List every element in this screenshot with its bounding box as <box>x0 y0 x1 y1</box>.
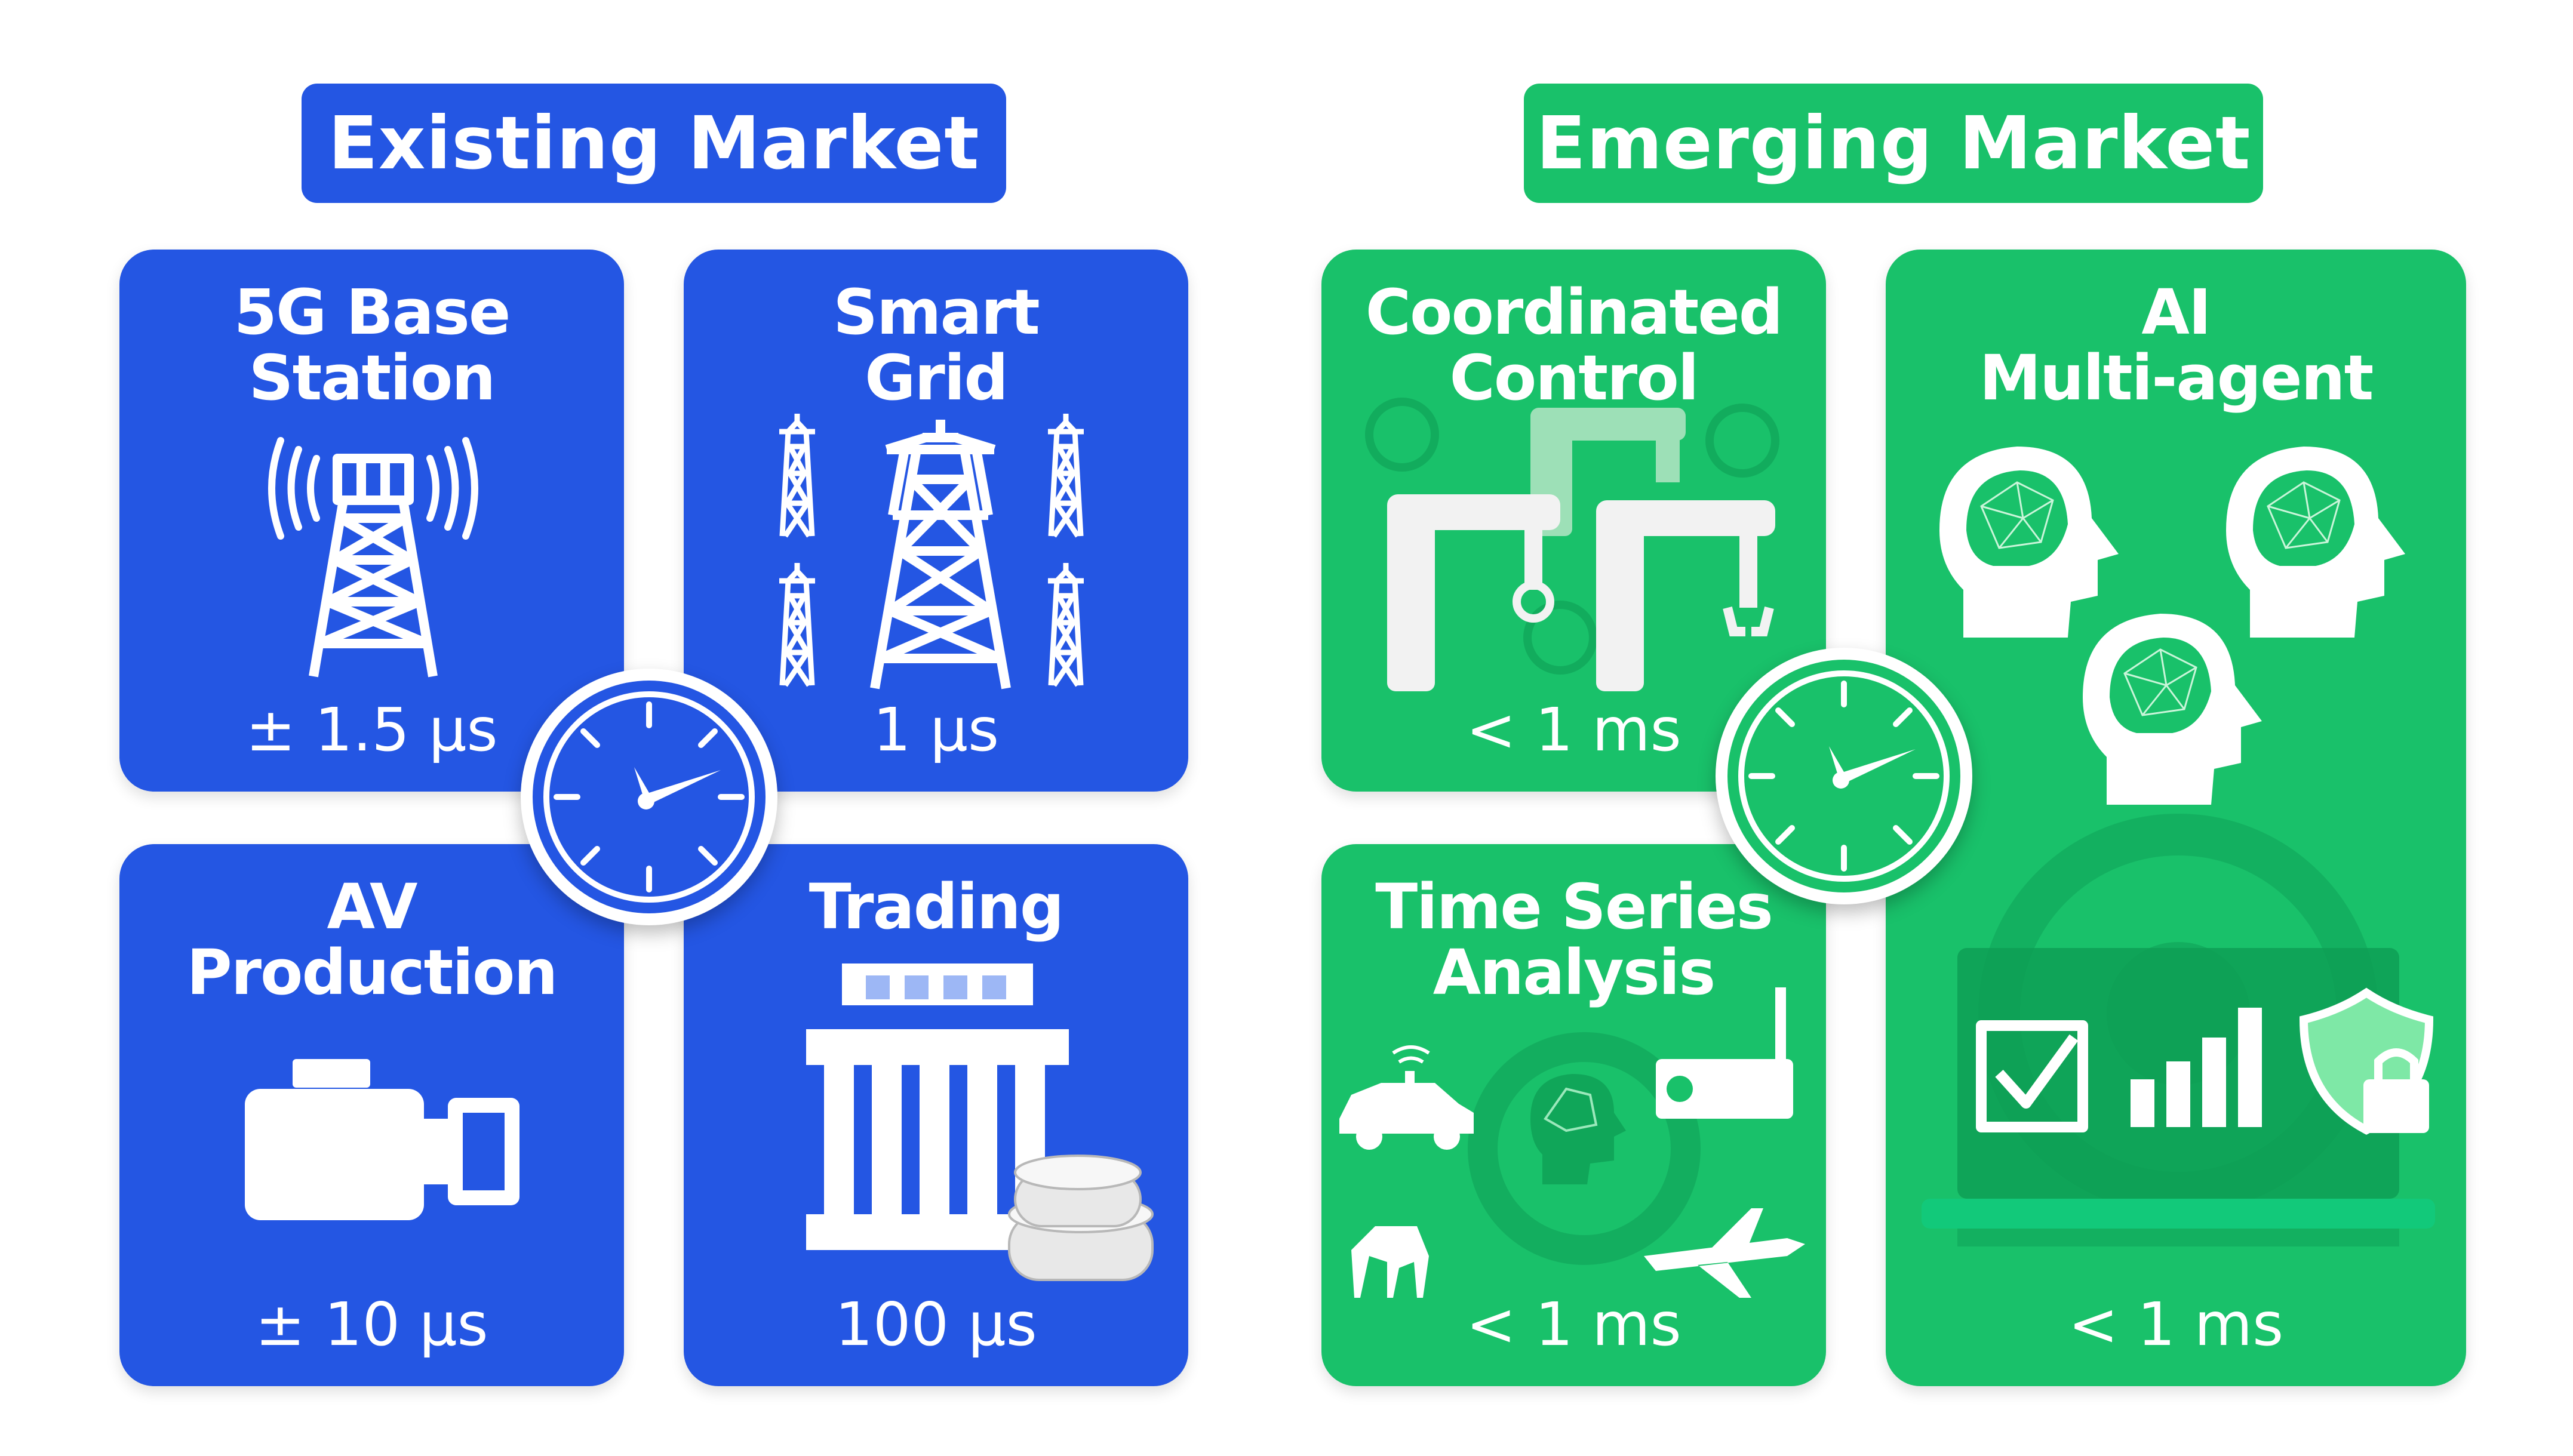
robot-arms-icon <box>1365 398 1779 691</box>
emerging-market-header: Emerging Market <box>1524 84 2263 203</box>
bank-with-coins-icon <box>806 964 1154 1281</box>
video-camera-icon <box>245 1059 519 1220</box>
card-5g-base-station: 5G Base Station ± 1.5 μs <box>119 250 624 792</box>
card-title: Smart Grid <box>684 279 1188 411</box>
card-time-series-analysis: Time Series Analysis < 1 ms <box>1321 844 1826 1386</box>
connected-devices-icon <box>1339 987 1805 1298</box>
title-line: AI <box>2141 276 2211 349</box>
card-ai-multi-agent: AI Multi-agent <box>1886 250 2466 1386</box>
latency-value: < 1 ms <box>2068 1289 2284 1359</box>
emerging-clock <box>1716 648 1972 904</box>
title-line: Analysis <box>1432 936 1716 1009</box>
latency-value: < 1 ms <box>1466 1289 1681 1359</box>
latency-value: 1 μs <box>872 695 1000 765</box>
power-pylon-icon <box>767 414 1114 689</box>
latency-value: ± 10 μs <box>255 1289 488 1359</box>
card-title: Time Series Analysis <box>1321 874 1826 1005</box>
title-line: Smart <box>833 276 1040 349</box>
title-line: Production <box>186 936 558 1009</box>
card-title: Coordinated Control <box>1321 279 1826 411</box>
title-line: Coordinated <box>1365 276 1784 349</box>
emerging-market-title: Emerging Market <box>1536 101 2251 186</box>
card-av-production: AV Production ± 10 μs <box>119 844 624 1386</box>
title-line: 5G Base <box>233 276 511 349</box>
card-title: Trading <box>684 874 1188 940</box>
title-line: Time Series <box>1375 870 1773 943</box>
title-line: Grid <box>865 341 1009 414</box>
title-line: Station <box>248 341 496 414</box>
existing-clock <box>521 669 777 925</box>
title-line: Trading <box>809 870 1065 943</box>
latency-value: 100 μs <box>835 1289 1037 1359</box>
title-line: Multi-agent <box>1979 341 2374 414</box>
existing-market-title: Existing Market <box>328 101 980 186</box>
card-smart-grid: Smart Grid 1 μs <box>684 250 1188 792</box>
latency-value: < 1 ms <box>1466 695 1681 765</box>
title-line: Control <box>1449 341 1699 414</box>
card-title: AI Multi-agent <box>1886 279 2466 411</box>
clock-icon <box>533 681 766 913</box>
existing-market-header: Existing Market <box>302 84 1006 203</box>
cell-tower-icon <box>268 437 478 678</box>
card-trading: Trading 100 μs <box>684 844 1188 1386</box>
title-line: AV <box>327 870 418 943</box>
card-title: 5G Base Station <box>119 279 624 411</box>
card-title: AV Production <box>119 874 624 1005</box>
ai-heads-laptop-icon <box>1922 445 2435 1246</box>
clock-icon <box>1727 660 1960 892</box>
latency-value: ± 1.5 μs <box>245 695 498 765</box>
